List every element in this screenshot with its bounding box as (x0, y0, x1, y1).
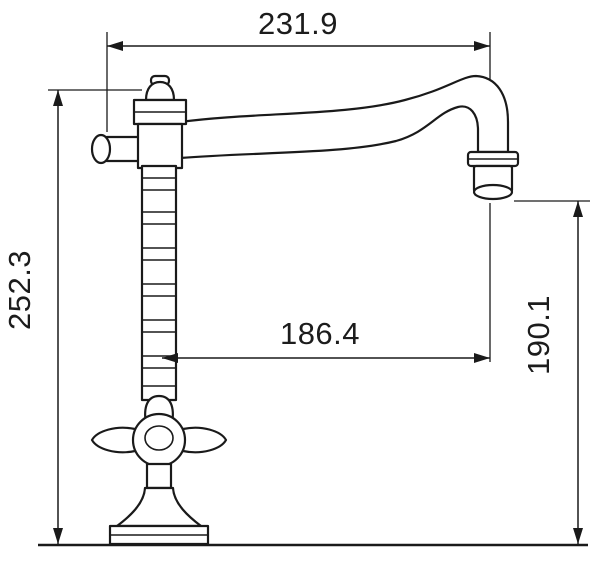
lever-end-cap (90, 133, 112, 165)
dimension-overall-height: 252.3 (2, 89, 142, 544)
dim-label-overall-height: 252.3 (2, 250, 37, 330)
base-bell (115, 486, 203, 528)
faucet-top-knob (144, 74, 176, 102)
column-body (140, 164, 178, 402)
faucet-column (140, 164, 178, 402)
faucet-base (108, 462, 210, 546)
dimension-spout-reach: 186.4 (162, 203, 491, 363)
spout-outline (178, 74, 510, 160)
faucet-cross-handle (90, 394, 228, 468)
dim-label-overall-width: 231.9 (258, 6, 338, 41)
faucet-upper-body (136, 122, 184, 170)
base-neck (145, 462, 173, 490)
dim-label-spout-reach: 186.4 (280, 316, 360, 351)
aerator-tip (472, 183, 514, 201)
dimension-spout-height: 190.1 (514, 200, 590, 544)
cross-handle-hub-inner (144, 425, 174, 451)
cross-handle-left-arm (90, 426, 137, 454)
faucet-bonnet (132, 98, 188, 126)
faucet-lever (90, 133, 145, 165)
cross-handle-hub (131, 412, 187, 468)
dim-label-spout-height: 190.1 (521, 295, 556, 375)
column-ribs (141, 177, 177, 387)
dimension-overall-width: 231.9 (106, 6, 490, 132)
upper-body-block (136, 122, 184, 170)
faucet-aerator (466, 150, 520, 201)
cross-handle-right-arm (181, 426, 228, 454)
top-knob-dome (144, 80, 176, 102)
faucet-spout (178, 74, 510, 160)
faucet (90, 74, 520, 546)
